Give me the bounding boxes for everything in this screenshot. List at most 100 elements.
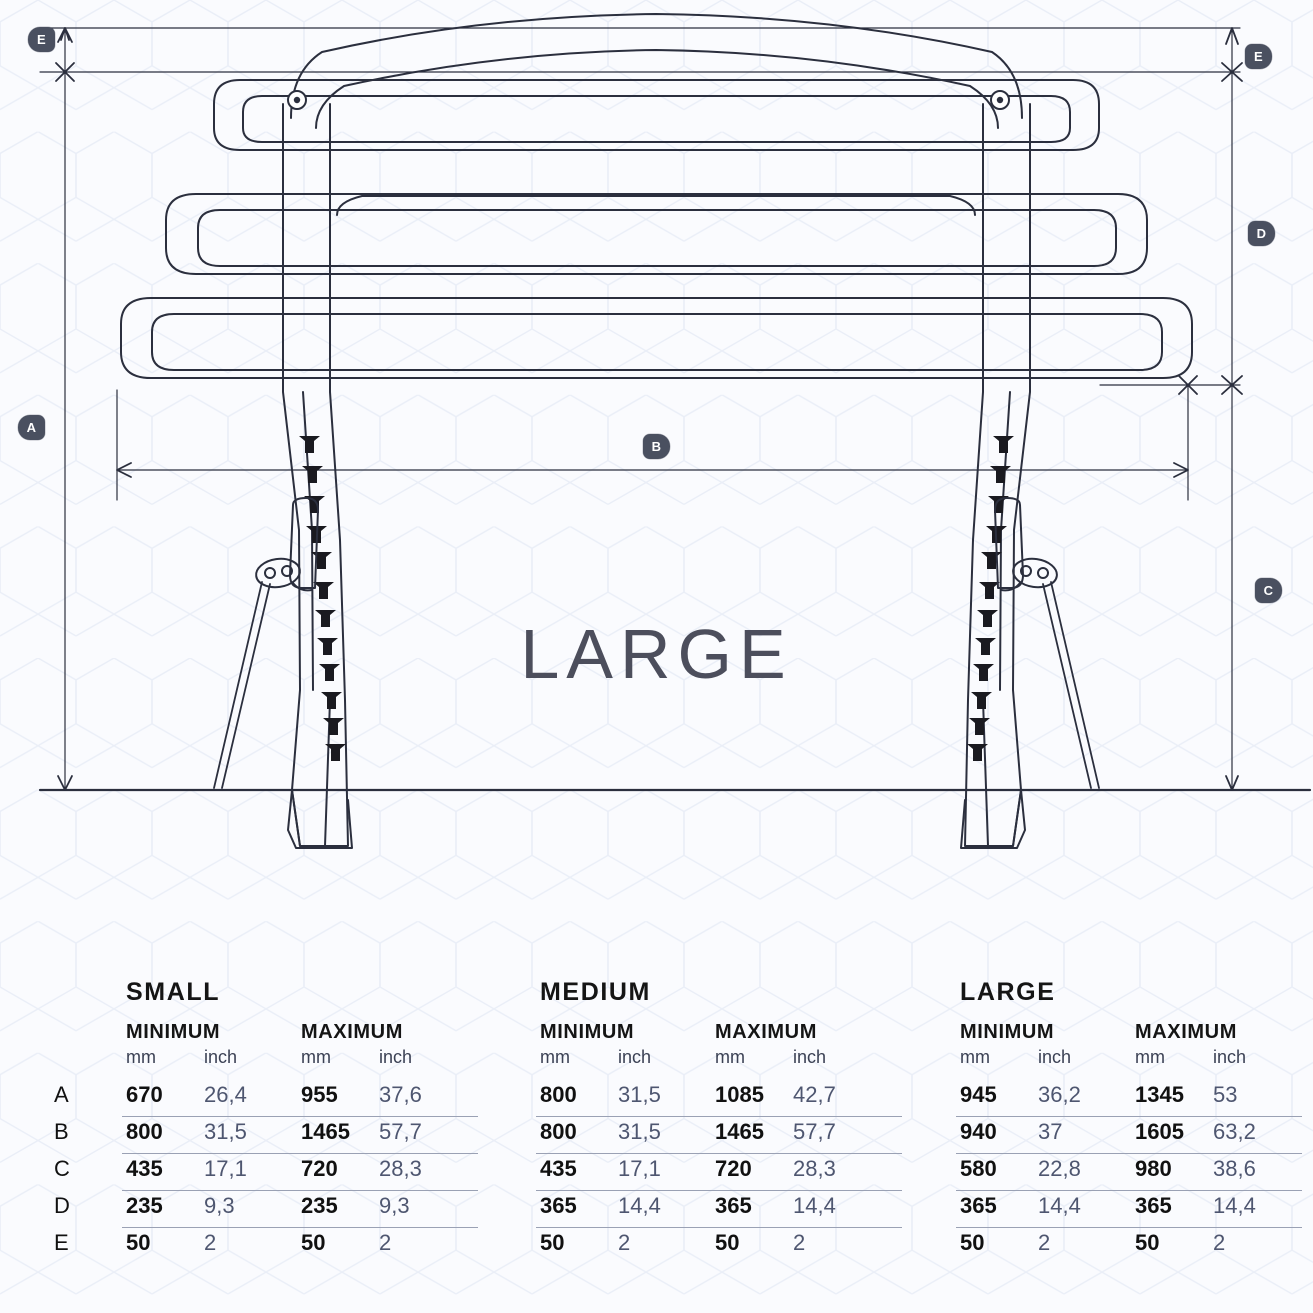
dimension-badge-c: C [1255, 578, 1282, 603]
cell-max-mm: 720 [715, 1156, 752, 1181]
group-header-maximum: MAXIMUM [715, 1021, 817, 1043]
right-release-lever [1000, 557, 1058, 592]
group-headers-large: MINIMUM MAXIMUM [912, 1021, 1312, 1047]
table-title-small: SMALL [126, 978, 221, 1006]
unit-header-min-mm: mm [960, 1047, 990, 1067]
cell-min-mm: 50 [960, 1230, 985, 1255]
cell-max-mm: 1605 [1135, 1119, 1184, 1144]
cell-min-inch: 31,5 [618, 1082, 661, 1107]
guard-outer-frame [290, 13, 1023, 216]
product-line-drawing [38, 13, 1312, 849]
dimension-badge-b: B [643, 434, 670, 459]
cell-max-mm: 365 [715, 1193, 752, 1218]
unit-header-max-inch: inch [793, 1047, 827, 1067]
right-leg [960, 103, 1031, 849]
unit-headers-small: mm inch mm inch [48, 1047, 488, 1074]
row-divider [956, 1227, 1302, 1228]
table-row: B 800 31,5 1465 57,7 [48, 1117, 488, 1154]
spec-table-large: LARGE MINIMUM MAXIMUM mm inch mm inch 94… [912, 978, 1312, 1265]
cell-min-mm: 235 [126, 1193, 163, 1218]
unit-header-max-inch: inch [1213, 1047, 1247, 1067]
cell-max-inch: 28,3 [379, 1156, 422, 1181]
product-diagram: LARGE A E B E D C [18, 13, 1312, 849]
left-release-lever [255, 557, 313, 592]
row-label: A [54, 1082, 69, 1107]
cell-max-mm: 365 [1135, 1193, 1172, 1218]
cell-max-mm: 50 [715, 1230, 740, 1255]
table-title-large: LARGE [960, 978, 1056, 1006]
table-title-medium: MEDIUM [540, 978, 651, 1006]
cell-min-inch: 22,8 [1038, 1156, 1081, 1181]
unit-header-min-inch: inch [204, 1047, 238, 1067]
left-support-strut [213, 581, 271, 789]
cell-max-inch: 2 [1213, 1230, 1226, 1255]
table-row: D 235 9,3 235 9,3 [48, 1191, 488, 1228]
cell-max-mm: 955 [301, 1082, 338, 1107]
table-row: 940 37 1605 63,2 [912, 1117, 1312, 1154]
unit-header-max-mm: mm [301, 1047, 331, 1067]
cell-min-inch: 26,4 [204, 1082, 247, 1107]
table-row: A 670 26,4 955 37,6 [48, 1080, 488, 1117]
cell-max-mm: 720 [301, 1156, 338, 1181]
row-divider [956, 1153, 1302, 1154]
cell-max-mm: 235 [301, 1193, 338, 1218]
cell-max-inch: 38,6 [1213, 1156, 1256, 1181]
table-row: E 50 2 50 2 [48, 1228, 488, 1265]
cell-max-mm: 1465 [301, 1119, 350, 1144]
cell-max-mm: 50 [301, 1230, 326, 1255]
table-rows-small: A 670 26,4 955 37,6 B 800 31,5 1465 57,7… [48, 1080, 488, 1265]
dimension-badge-a: A [18, 415, 45, 440]
cell-min-inch: 14,4 [1038, 1193, 1081, 1218]
row-divider [122, 1190, 478, 1191]
cell-min-inch: 37 [1038, 1119, 1063, 1144]
row-divider [956, 1190, 1302, 1191]
cell-min-mm: 435 [540, 1156, 577, 1181]
table-row: 435 17,1 720 28,3 [492, 1154, 912, 1191]
cell-min-inch: 36,2 [1038, 1082, 1081, 1107]
dimension-badge-e-left: E [28, 27, 55, 52]
row-divider [122, 1153, 478, 1154]
cell-max-inch: 14,4 [793, 1193, 836, 1218]
guard-horizontal-bars [120, 79, 1193, 379]
cell-min-mm: 365 [540, 1193, 577, 1218]
spec-table-medium: MEDIUM MINIMUM MAXIMUM mm inch mm inch 8… [492, 978, 912, 1265]
unit-headers-medium: mm inch mm inch [492, 1047, 912, 1074]
table-row: 365 14,4 365 14,4 [912, 1191, 1312, 1228]
cell-min-mm: 50 [540, 1230, 565, 1255]
table-rows-medium: 800 31,5 1085 42,7 800 31,5 1465 57,7 43… [492, 1080, 912, 1265]
row-label: E [54, 1230, 69, 1255]
unit-header-min-inch: inch [1038, 1047, 1072, 1067]
group-header-minimum: MINIMUM [960, 1021, 1055, 1043]
cell-max-inch: 57,7 [793, 1119, 836, 1144]
right-support-strut [1042, 581, 1100, 789]
left-leg-ratchet-teeth [299, 436, 346, 761]
left-clamp-collar [289, 497, 319, 589]
cell-max-inch: 2 [379, 1230, 392, 1255]
cell-min-inch: 9,3 [204, 1193, 235, 1218]
cell-min-inch: 2 [1038, 1230, 1051, 1255]
cell-min-mm: 50 [126, 1230, 151, 1255]
cell-max-inch: 53 [1213, 1082, 1238, 1107]
dimension-lines [38, 27, 1312, 792]
table-rows-large: 945 36,2 1345 53 940 37 1605 63,2 580 22… [912, 1080, 1312, 1265]
cell-max-inch: 63,2 [1213, 1119, 1256, 1144]
cell-min-inch: 17,1 [204, 1156, 247, 1181]
cell-max-inch: 9,3 [379, 1193, 410, 1218]
cell-min-mm: 800 [540, 1082, 577, 1107]
cell-min-mm: 800 [540, 1119, 577, 1144]
cell-max-mm: 1085 [715, 1082, 764, 1107]
cell-max-inch: 28,3 [793, 1156, 836, 1181]
table-row: 365 14,4 365 14,4 [492, 1191, 912, 1228]
cell-max-mm: 50 [1135, 1230, 1160, 1255]
cell-min-mm: 580 [960, 1156, 997, 1181]
cell-min-mm: 435 [126, 1156, 163, 1181]
unit-header-max-mm: mm [715, 1047, 745, 1067]
cell-min-mm: 670 [126, 1082, 163, 1107]
group-header-minimum: MINIMUM [540, 1021, 635, 1043]
pivot-joints [287, 90, 1010, 110]
row-divider [536, 1116, 902, 1117]
table-row: 800 31,5 1085 42,7 [492, 1080, 912, 1117]
cell-min-inch: 17,1 [618, 1156, 661, 1181]
